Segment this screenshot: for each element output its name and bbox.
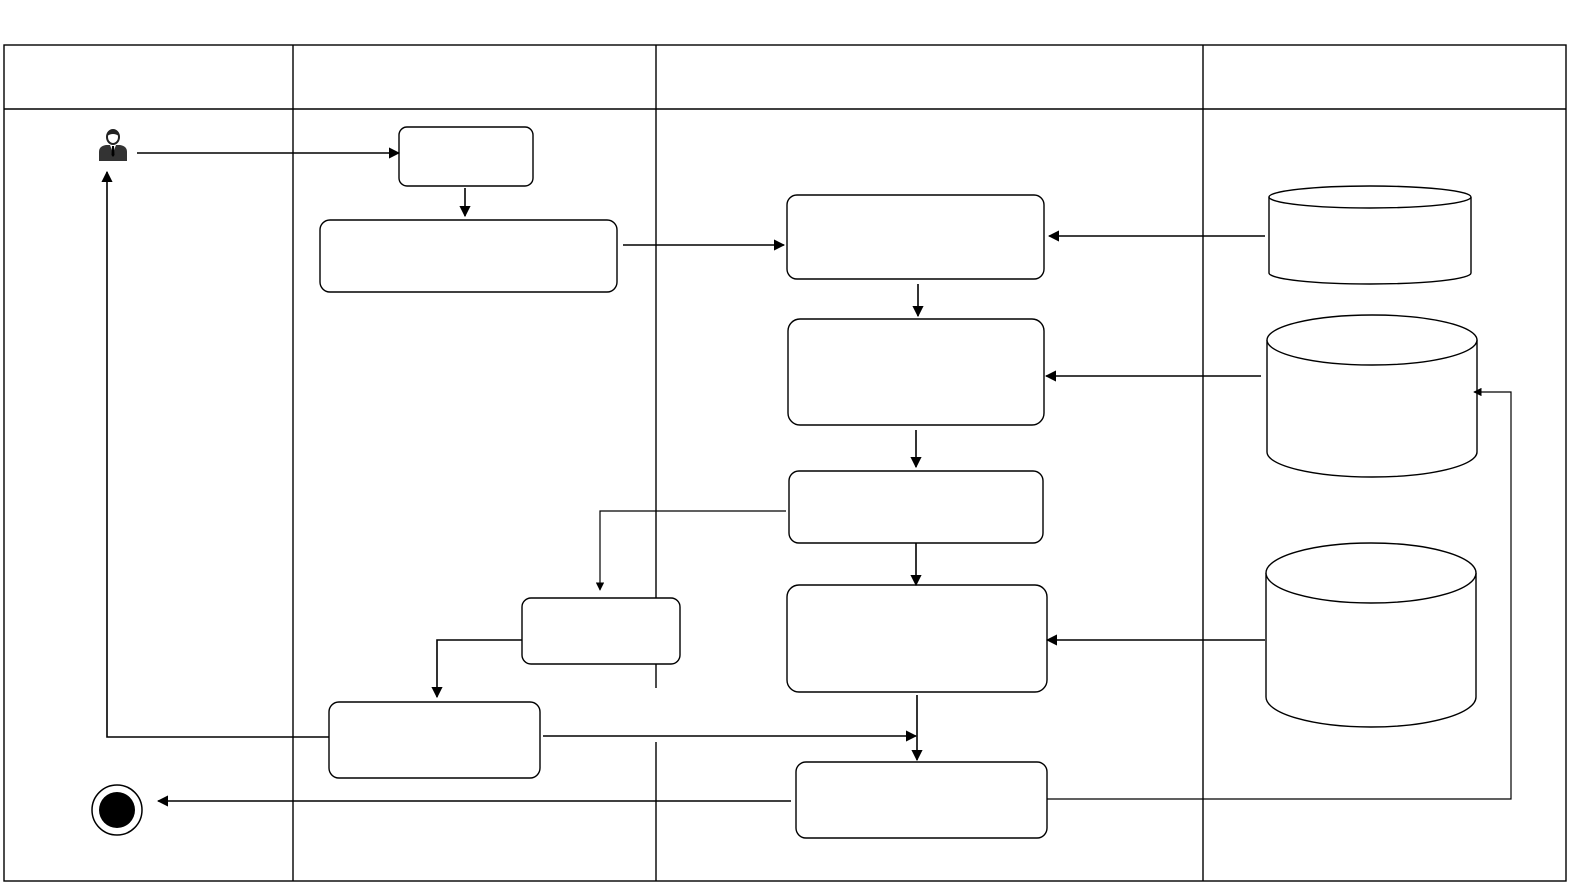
- process-box-b: [319, 219, 618, 293]
- process-box-f: [786, 584, 1048, 693]
- swimlane-border: [3, 44, 1567, 882]
- process-box-e: [788, 470, 1044, 544]
- process-box-c: [786, 194, 1045, 280]
- process-box-i: [795, 761, 1048, 839]
- flow-h-to-user: [101, 170, 329, 738]
- database-2: [1266, 314, 1478, 478]
- swimlane-frame: [3, 44, 1567, 882]
- flow-e-to-g: [595, 510, 786, 591]
- database-1: [1268, 185, 1472, 285]
- flow-g-to-h: [431, 639, 522, 699]
- process-box-d: [787, 318, 1045, 426]
- process-box-a: [398, 126, 534, 187]
- flow-i-to-db2: [1047, 387, 1512, 800]
- process-box-h: [328, 701, 541, 779]
- database-3: [1265, 542, 1477, 728]
- process-box-g: [521, 597, 681, 665]
- final-state-node: [91, 784, 143, 836]
- user-icon: [99, 129, 127, 161]
